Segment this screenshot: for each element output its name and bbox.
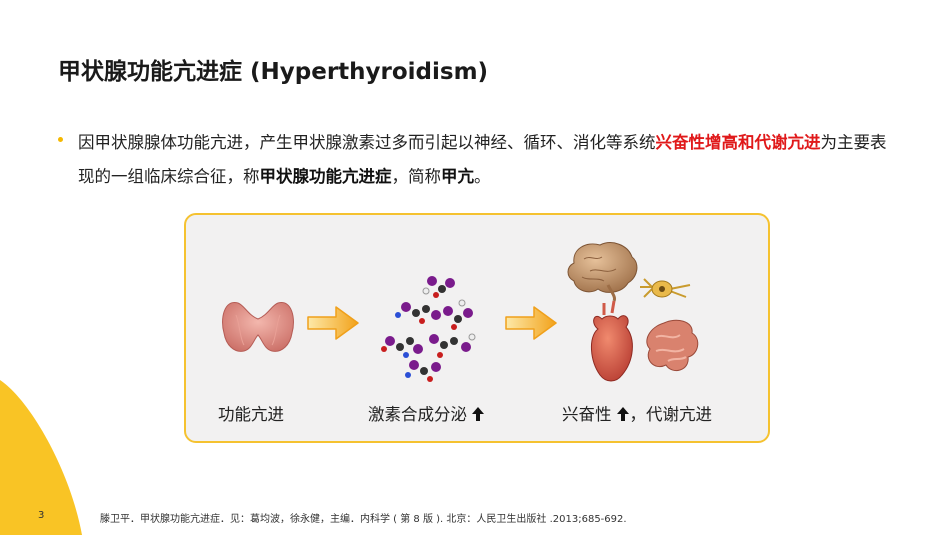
mechanism-panel: 功能亢进 激素合成分泌 兴奋性 ，代谢亢进 xyxy=(184,213,770,443)
caption-separator: ， xyxy=(629,405,647,424)
definition-paragraph: 因甲状腺腺体功能亢进，产生甲状腺激素过多而引起以神经、循环、消化等系统兴奋性增高… xyxy=(78,126,898,194)
paragraph-highlight: 兴奋性增高和代谢亢进 xyxy=(655,133,821,152)
thyroid-gland-icon xyxy=(222,302,294,352)
arrow-up-icon xyxy=(472,407,484,421)
arrow-right-icon xyxy=(505,306,557,340)
paragraph-short-term: 甲亢 xyxy=(441,167,474,186)
heart-icon xyxy=(591,300,633,382)
citation: 滕卫平．甲状腺功能亢进症．见：葛均波，徐永健，主编．内科学 ( 第 8 版 ).… xyxy=(100,514,627,525)
caption-excitability: 兴奋性 xyxy=(562,405,612,424)
caption-hormone: 激素合成分泌 xyxy=(368,401,485,425)
corner-decoration xyxy=(0,380,82,535)
arrow-right-icon xyxy=(307,306,359,340)
paragraph-term: 甲状腺功能亢进症 xyxy=(259,167,392,186)
caption-hormone-text: 激素合成分泌 xyxy=(368,405,467,424)
slide-title: 甲状腺功能亢进症 (Hyperthyroidism) xyxy=(58,59,489,85)
bullet-dot xyxy=(58,137,63,142)
paragraph-text-1: 因甲状腺腺体功能亢进，产生甲状腺激素过多而引起以神经、循环、消化等系统 xyxy=(78,133,656,152)
caption-effect: 兴奋性 ，代谢亢进 xyxy=(562,401,712,425)
hormone-molecules-icon xyxy=(381,276,476,382)
neuron-icon xyxy=(640,278,691,298)
caption-metabolism: 代谢亢进 xyxy=(646,405,712,424)
paragraph-text-2: 为主要表现的一组临床综合征，称 xyxy=(78,133,887,186)
intestine-icon xyxy=(646,319,699,372)
paragraph-text-4: 。 xyxy=(474,167,491,186)
page-number: 3 xyxy=(38,510,45,521)
caption-function: 功能亢进 xyxy=(218,405,284,424)
mechanism-illustration xyxy=(222,242,699,382)
arrow-up-icon xyxy=(616,407,629,421)
brain-icon xyxy=(567,242,638,302)
paragraph-text-3: ，简称 xyxy=(391,167,442,186)
